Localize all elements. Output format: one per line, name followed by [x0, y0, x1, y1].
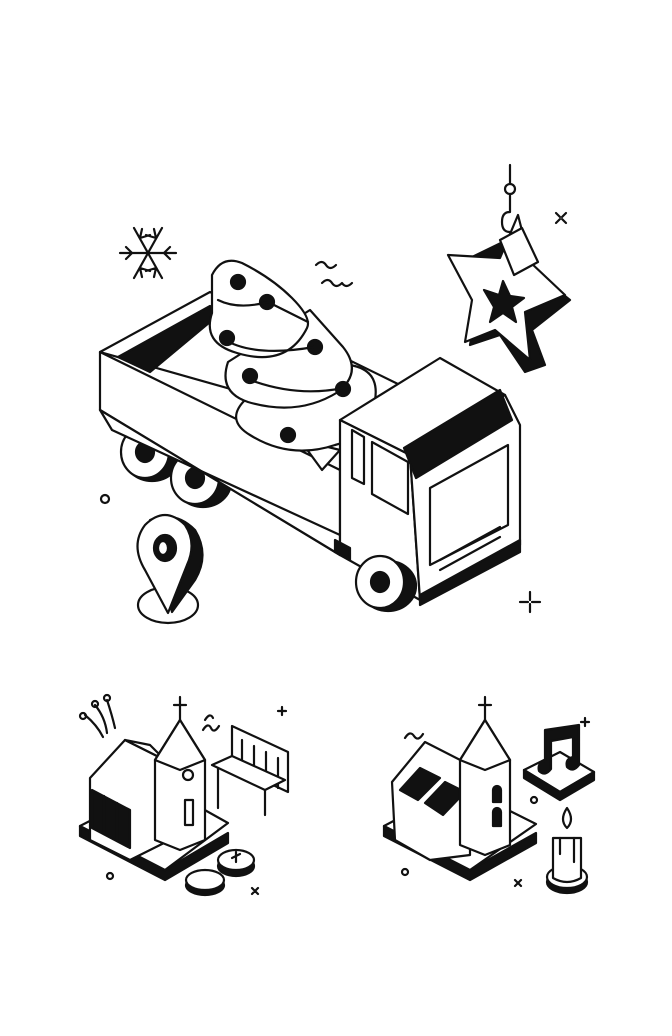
location-pin-icon [136, 513, 204, 625]
snowflake-icon [118, 226, 178, 280]
star-ornament-icon [446, 163, 572, 374]
church-with-bench-illustration [78, 693, 290, 897]
church-with-candle-illustration [382, 695, 596, 895]
sparkle-icon [99, 211, 568, 614]
wave-decoration [314, 260, 354, 288]
truck-illustration [98, 259, 522, 613]
